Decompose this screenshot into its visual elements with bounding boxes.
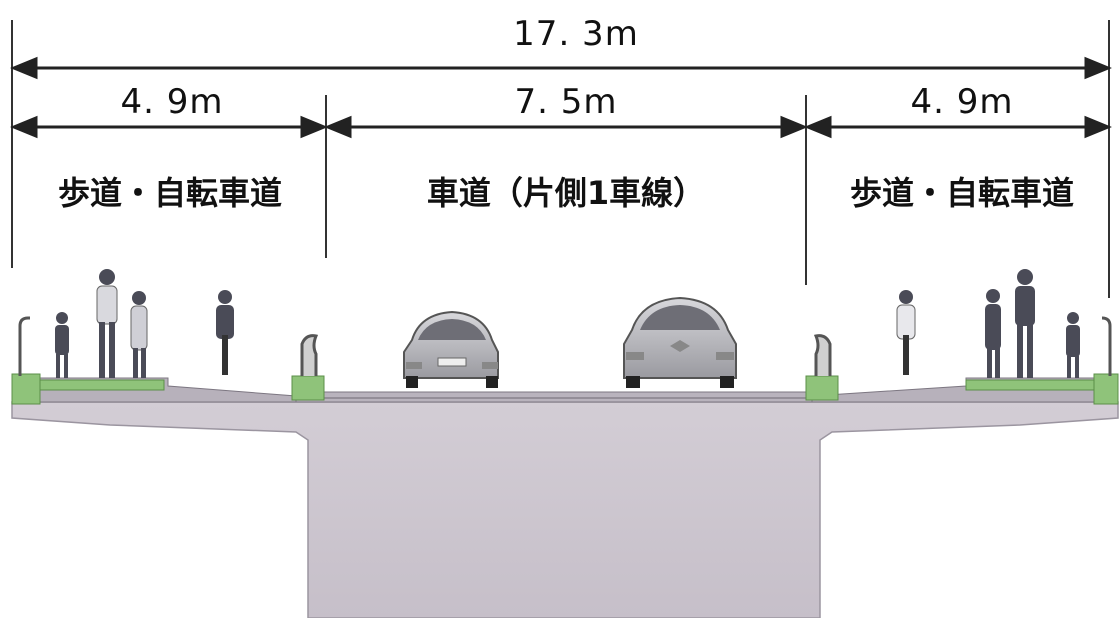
- right-green-strip: [965, 379, 1107, 391]
- person-icon: [55, 312, 69, 378]
- arrow-right-icon: [780, 115, 808, 139]
- right-barrier-icon: [813, 334, 832, 376]
- roadway-width-label: 7. 5m: [514, 82, 618, 122]
- arrow-left-icon: [10, 115, 38, 139]
- deck-and-pier: [11, 401, 1119, 619]
- right-railing-icon: [1101, 316, 1112, 376]
- right-sidewalk-width-label: 4. 9m: [910, 82, 1014, 122]
- arrow-right-icon: [300, 115, 328, 139]
- right-curb: [805, 375, 839, 401]
- road-surface: [295, 391, 813, 403]
- arrow-left-icon: [324, 115, 352, 139]
- pedestrians-right: [896, 269, 1080, 378]
- arrow-left-icon: [804, 115, 832, 139]
- right-parapet: [1093, 373, 1119, 405]
- person-icon: [985, 289, 1001, 378]
- left-barrier-icon: [300, 334, 319, 376]
- car-left-icon: [403, 310, 499, 388]
- left-sidewalk-width-label: 4. 9m: [120, 82, 224, 122]
- arrow-left-icon: [10, 56, 38, 80]
- person-icon: [130, 291, 148, 378]
- arrow-right-icon: [1084, 56, 1112, 80]
- cyclist-icon: [216, 290, 234, 375]
- total-width-label: 17. 3m: [513, 14, 639, 54]
- left-railing-icon: [18, 316, 30, 376]
- person-icon: [1015, 269, 1035, 378]
- arrow-right-icon: [1084, 115, 1112, 139]
- car-right-icon: [623, 296, 737, 388]
- left-parapet: [11, 373, 41, 405]
- bridge-structure: [11, 373, 1119, 619]
- left-zone-label: 歩道・自転車道: [57, 174, 283, 212]
- left-curb: [291, 375, 325, 401]
- person-icon: [1066, 312, 1080, 378]
- cyclist-icon: [896, 290, 916, 375]
- dimension-lines: [10, 56, 1112, 139]
- right-zone-label: 歩道・自転車道: [849, 174, 1075, 212]
- center-zone-label: 車道（片側1車線）: [426, 174, 706, 212]
- railings: [18, 316, 1112, 376]
- pedestrians-left: [55, 269, 234, 378]
- person-icon: [96, 269, 118, 378]
- extension-lines: [11, 20, 1110, 298]
